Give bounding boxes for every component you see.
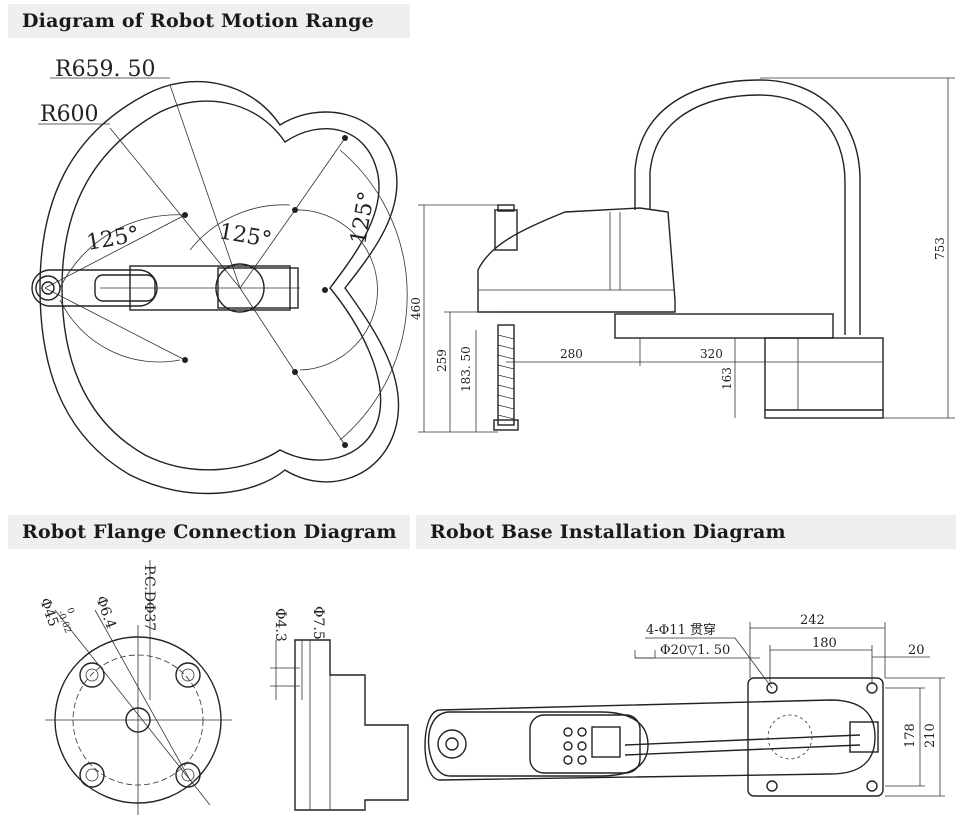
cable-conduit-inner: [649, 94, 846, 335]
spindle-top: [497, 204, 515, 212]
radial-line: [294, 371, 346, 446]
header-motion-range: Diagram of Robot Motion Range: [8, 4, 410, 38]
label-flange-tol-upper: 0: [64, 607, 75, 616]
motion-arc-3: [189, 204, 291, 251]
header-flange-text: Robot Flange Connection Diagram: [22, 521, 397, 543]
radial-line: [239, 287, 296, 373]
limit-point: [182, 212, 188, 218]
motion-arc-4: [339, 149, 408, 441]
arm-joint-inner: [41, 281, 55, 295]
label-radius-outer: R659. 50: [55, 57, 156, 82]
side-arm-link: [614, 313, 834, 339]
label-width-20: 20: [908, 643, 925, 658]
label-angle-3: 125°: [346, 190, 380, 247]
label-length-280: 280: [560, 347, 583, 361]
label-radius-inner: R600: [40, 102, 99, 127]
header-base-install-text: Robot Base Installation Diagram: [430, 521, 786, 543]
base-arm-joint: [437, 729, 467, 759]
limit-point: [322, 287, 328, 293]
label-height-163: 163: [720, 367, 734, 390]
base-cable: [624, 744, 861, 756]
side-view-diagram: 753 460 259 183. 50 280 320 163: [409, 77, 955, 433]
label-height-210: 210: [923, 723, 938, 748]
side-arm-body: [477, 207, 676, 313]
ball-screw: [497, 324, 515, 426]
label-height-460: 460: [409, 297, 423, 320]
flange-side-profile: [294, 639, 409, 811]
limit-point: [292, 369, 298, 375]
label-height-259: 259: [435, 349, 449, 372]
label-length-320: 320: [700, 347, 723, 361]
ball-screw-thread: [497, 334, 515, 420]
motion-arc-2: [59, 299, 181, 363]
base-arm-link-2: [424, 699, 876, 781]
cable-conduit-outer: [634, 79, 861, 335]
label-height-178: 178: [903, 723, 918, 748]
label-angle-1: 125°: [85, 222, 142, 256]
label-flange-pcd: P.C.DΦ37: [141, 565, 157, 631]
spindle-cap: [494, 209, 518, 251]
radial-line: [239, 209, 296, 289]
radius-leader-outer: [169, 84, 241, 289]
base-arm-motor: [591, 726, 621, 758]
base-arm-link-1: [427, 711, 649, 777]
arm-joint: [35, 275, 61, 301]
motion-range-diagram: R659. 50 R600 125° 125° 125°: [31, 57, 408, 495]
radius-leader-inner: [109, 127, 241, 289]
motion-envelope-inner: [61, 100, 382, 471]
base-install-diagram: 4-Φ11 贯穿 Φ20▽1. 50 242 180 20 178 210: [424, 613, 945, 797]
base-arm-joint-inner: [445, 737, 459, 751]
label-flange-dia7-5: Φ7.5: [310, 606, 326, 640]
label-height-183: 183. 50: [459, 346, 473, 392]
radial-line: [44, 287, 186, 361]
radial-line: [294, 137, 346, 211]
flange-leader-2: [94, 609, 191, 781]
motion-arc-5: [294, 209, 378, 371]
flange-bolt-holes: [79, 662, 201, 788]
limit-point: [342, 135, 348, 141]
base-column: [764, 337, 884, 419]
label-width-180: 180: [812, 636, 837, 651]
counterbore-symbol: [634, 650, 656, 659]
label-flange-dia4-3: Φ4.3: [272, 608, 288, 642]
radial-line: [44, 214, 186, 289]
label-angle-2: 125°: [217, 219, 274, 253]
flange-diagram: Φ45 0 -0.02 Φ6.4 P.C.DΦ37 Φ4.3 Φ7.5: [36, 560, 409, 815]
label-height-753: 753: [933, 237, 947, 260]
header-flange: Robot Flange Connection Diagram: [8, 515, 410, 549]
limit-point: [342, 442, 348, 448]
base-cable: [624, 734, 861, 746]
hole-leader: [734, 637, 773, 689]
label-counterbore: Φ20▽1. 50: [660, 643, 730, 658]
base-plate: [747, 677, 884, 797]
limit-point: [292, 207, 298, 213]
header-motion-range-text: Diagram of Robot Motion Range: [22, 10, 374, 32]
label-mount-holes: 4-Φ11 贯穿: [646, 622, 716, 638]
flange-leader-1: [54, 609, 211, 806]
limit-point: [182, 357, 188, 363]
base-arm-bolts: [563, 727, 587, 765]
tool-flange: [493, 419, 519, 431]
motion-arc-1: [59, 214, 186, 289]
label-width-242: 242: [800, 613, 825, 628]
header-base-install: Robot Base Installation Diagram: [416, 515, 956, 549]
base-connector: [849, 721, 879, 753]
motion-envelope-outer: [39, 80, 400, 495]
